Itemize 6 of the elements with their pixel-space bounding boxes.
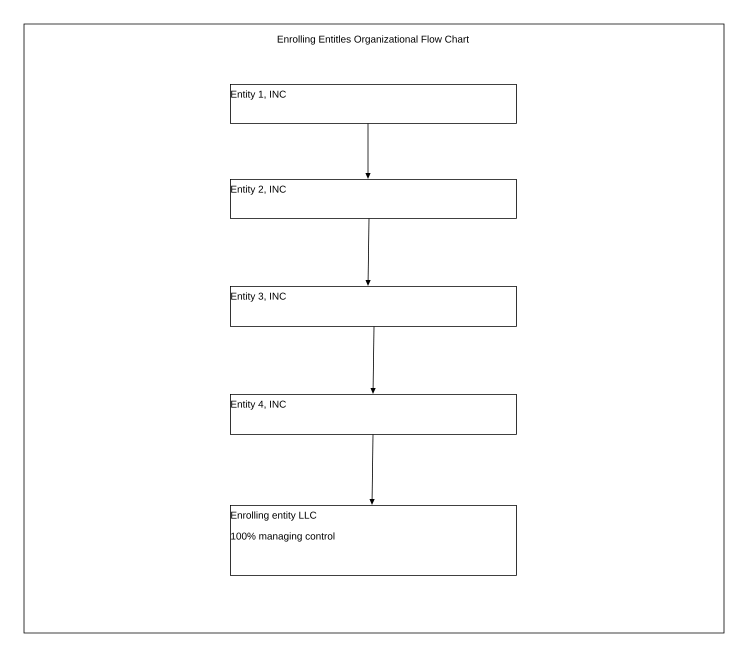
entity-box: Entity 4, INC xyxy=(230,394,517,435)
entity-box: Entity 3, INC xyxy=(230,286,517,327)
entity-box: Enrolling entity LLC 100% managing control xyxy=(230,504,517,576)
entity-box: Entity 2, INC xyxy=(230,178,517,219)
chart-title: Enrolling Entitles Organizational Flow Chart xyxy=(278,35,469,45)
entity-box: Entity 1, INC xyxy=(230,84,517,124)
